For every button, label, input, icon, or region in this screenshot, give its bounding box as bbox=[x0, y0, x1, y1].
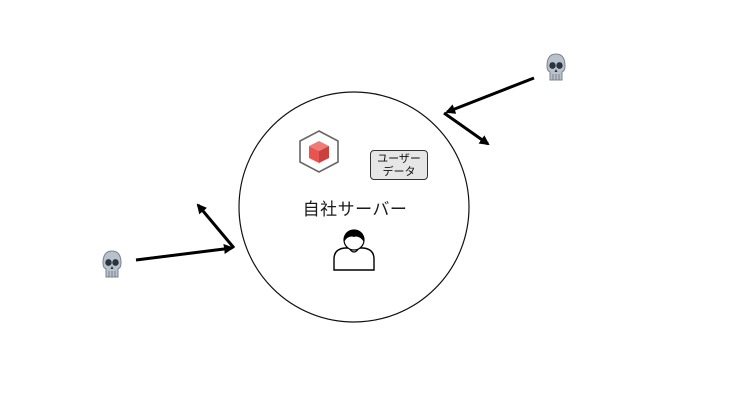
user-data-line-1: ユーザー bbox=[377, 152, 421, 165]
cube-icon bbox=[299, 130, 339, 173]
skull-icon bbox=[546, 53, 566, 81]
server-boundary-circle bbox=[238, 91, 470, 323]
right-deflect-arrow bbox=[443, 111, 490, 146]
left-deflect-arrow bbox=[196, 203, 236, 249]
person-icon bbox=[333, 229, 375, 271]
left-attack-arrow bbox=[135, 244, 234, 262]
skull-icon bbox=[102, 250, 122, 278]
user-data-line-2: データ bbox=[382, 165, 416, 178]
user-data-box: ユーザー データ bbox=[370, 150, 428, 180]
right-attack-arrow bbox=[445, 76, 535, 114]
server-label: 自社サーバー bbox=[302, 200, 408, 220]
